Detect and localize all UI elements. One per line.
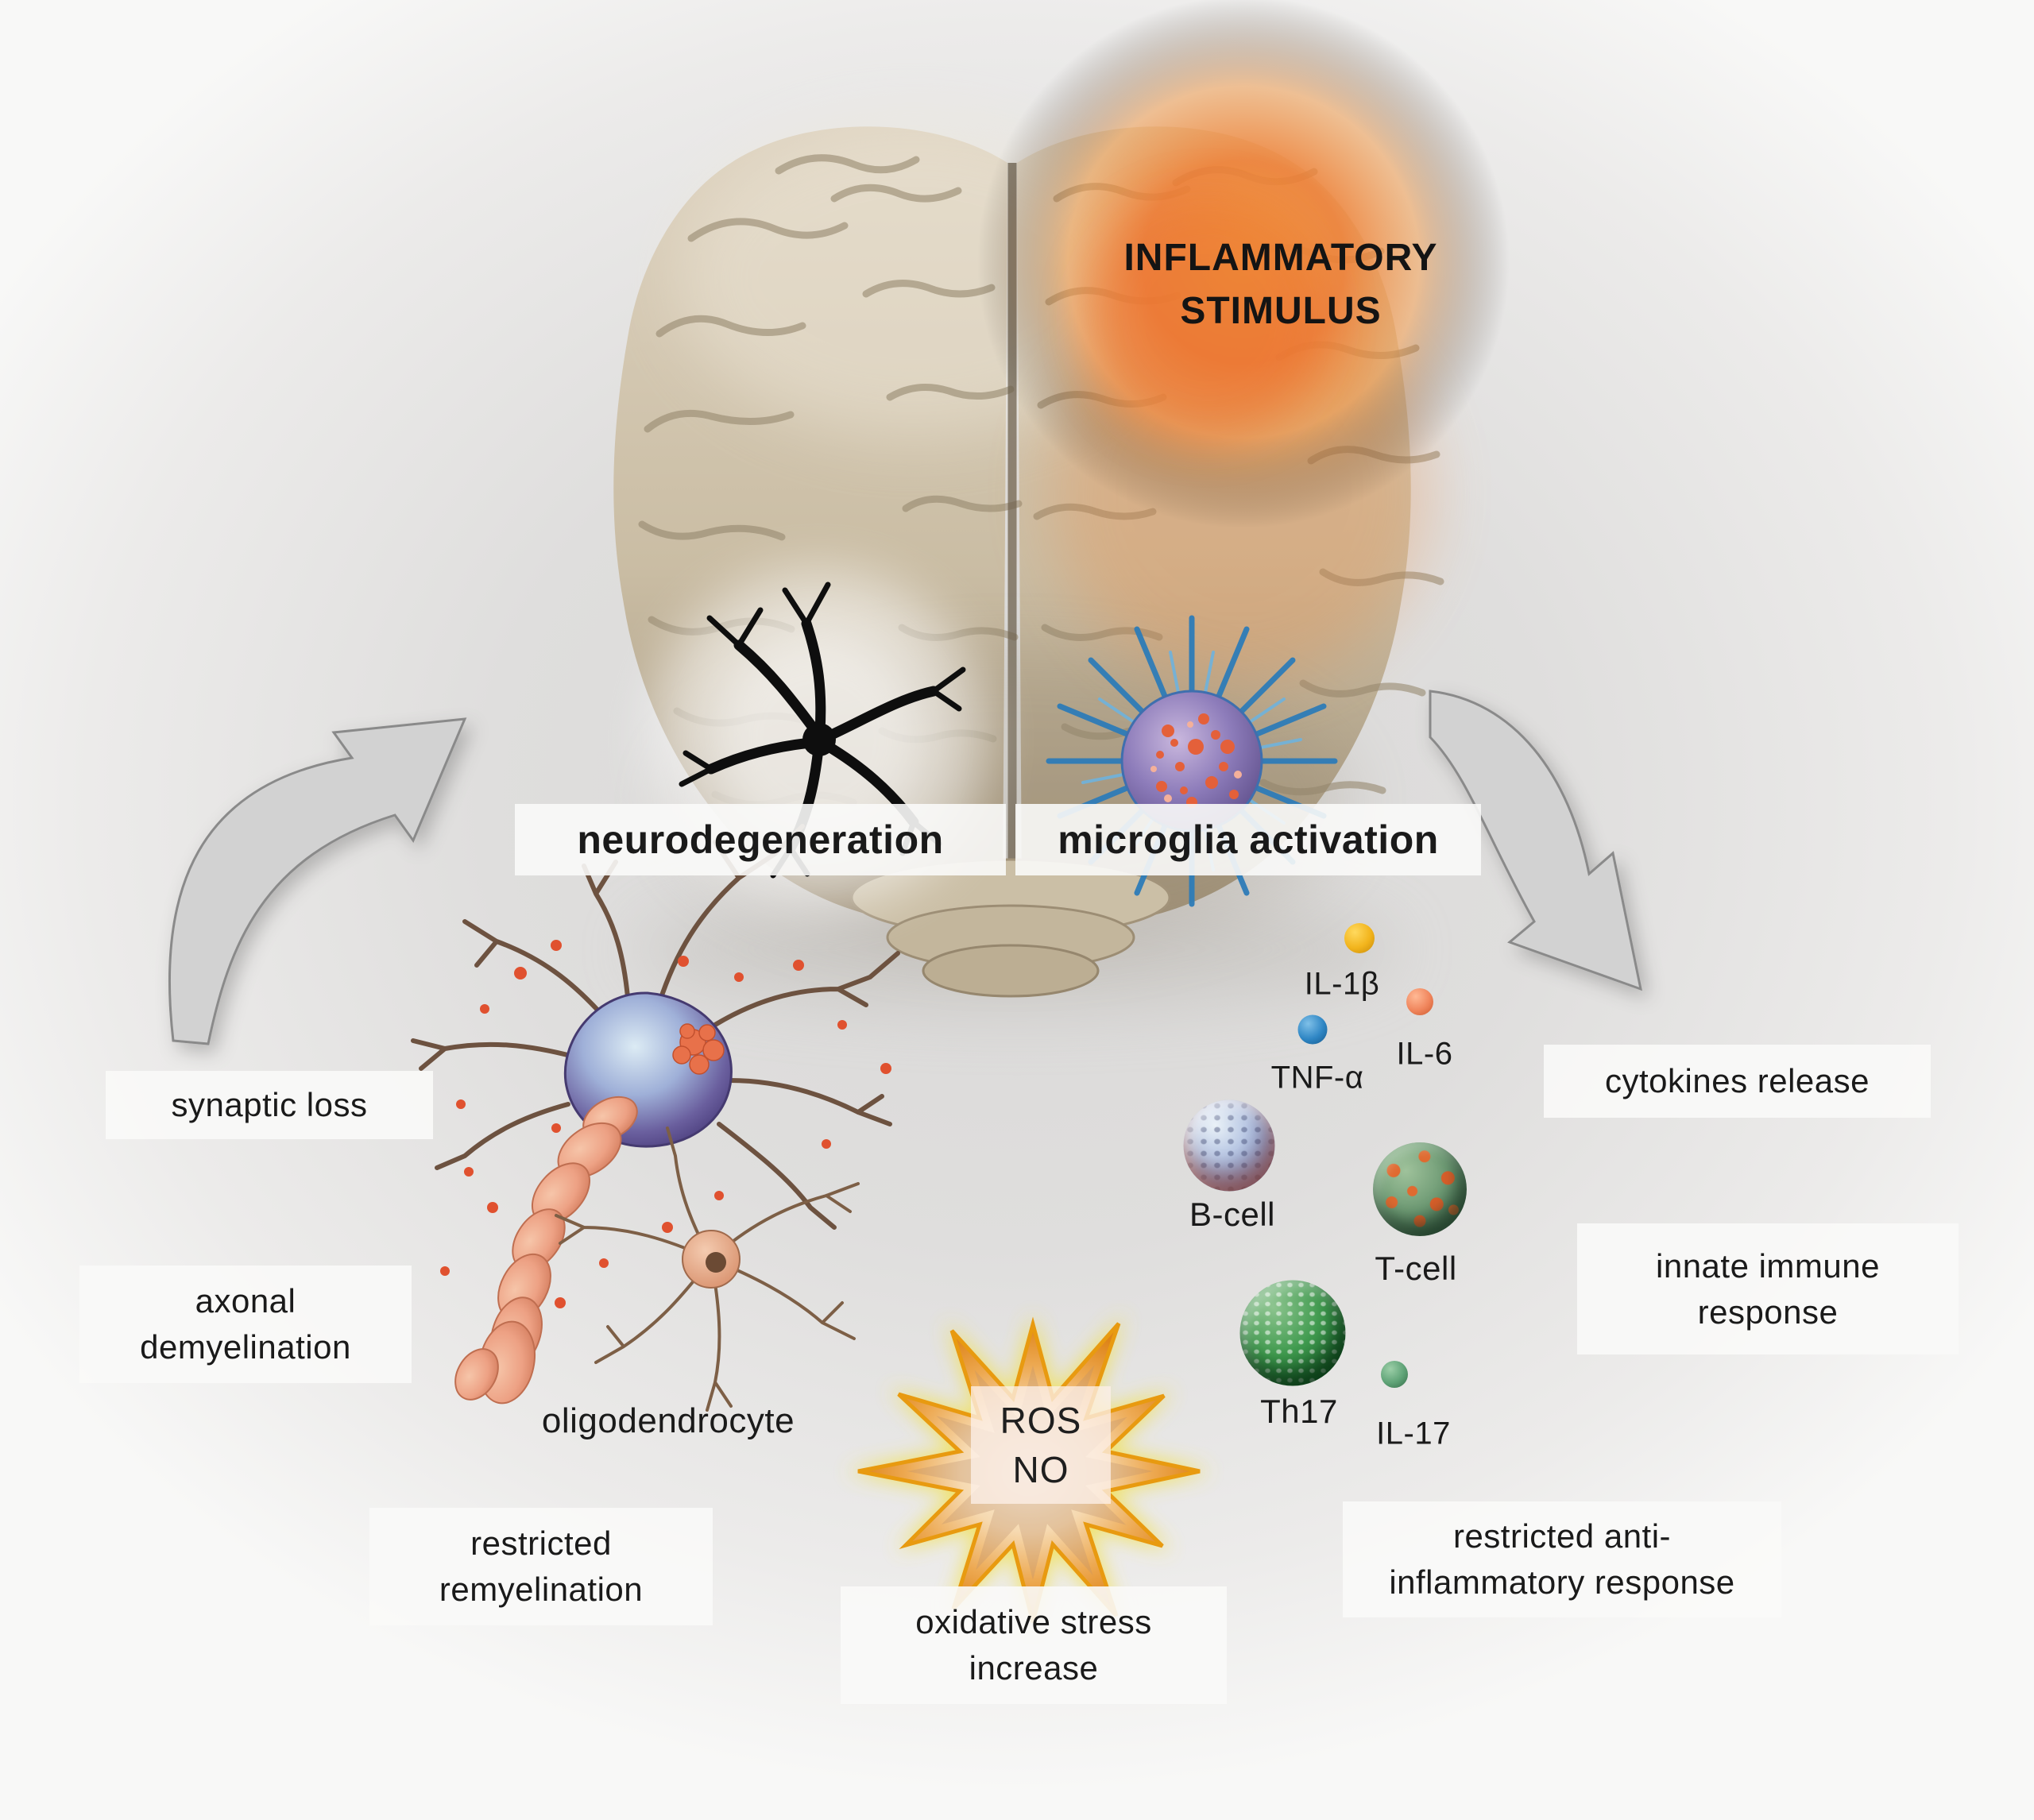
oligodendrocyte-icon [555, 1126, 860, 1412]
restricted-anti-inflammatory-label: restricted anti- inflammatory response [1343, 1501, 1781, 1617]
il6-dot-icon [1406, 988, 1433, 1015]
oligodendrocyte-label: oligodendrocyte [541, 1401, 795, 1440]
bcell-icon [1183, 1099, 1275, 1192]
il17-label: IL-17 [1376, 1416, 1451, 1451]
il17-dot-icon [1381, 1361, 1408, 1388]
arrow-down-right-icon [1429, 690, 1643, 991]
tcell-icon [1373, 1142, 1467, 1236]
ros-no-box: ROS NO [971, 1386, 1111, 1504]
arrow-up-left-icon [168, 717, 467, 1045]
neuron-illustration [411, 824, 900, 1405]
cytokines-release-label: cytokines release [1544, 1045, 1931, 1118]
debris-dots [440, 940, 891, 1308]
ros-label: ROS [1000, 1399, 1082, 1441]
il6-label: IL-6 [1396, 1036, 1453, 1072]
bcell-label: B-cell [1189, 1196, 1276, 1233]
tcell-label: T-cell [1375, 1250, 1457, 1287]
il1b-label: IL-1β [1304, 966, 1380, 1002]
inflammatory-stimulus-title: INFLAMMATORY STIMULUS [1123, 236, 1438, 332]
oxidative-stress-label: oxidative stress increase [841, 1586, 1227, 1704]
tnfa-dot-icon [1297, 1014, 1328, 1045]
restricted-remyelination-label: restricted remyelination [369, 1508, 713, 1625]
synaptic-loss-label: synaptic loss [106, 1071, 433, 1139]
th17-cell-icon [1239, 1280, 1346, 1386]
innate-immune-response-label: innate immune response [1577, 1223, 1959, 1354]
no-label: NO [1012, 1449, 1069, 1490]
brain-lower-folds [850, 858, 1171, 998]
neurodegeneration-banner: neurodegeneration [515, 804, 1006, 875]
microglia-activation-banner: microglia activation [1015, 804, 1481, 875]
th17-label: Th17 [1260, 1393, 1338, 1430]
il1b-dot-icon [1344, 923, 1375, 953]
inflammation-glow-icon [977, 0, 1510, 683]
axonal-demyelination-label: axonal demyelination [79, 1265, 412, 1383]
tnfa-label: TNF-α [1270, 1060, 1364, 1095]
